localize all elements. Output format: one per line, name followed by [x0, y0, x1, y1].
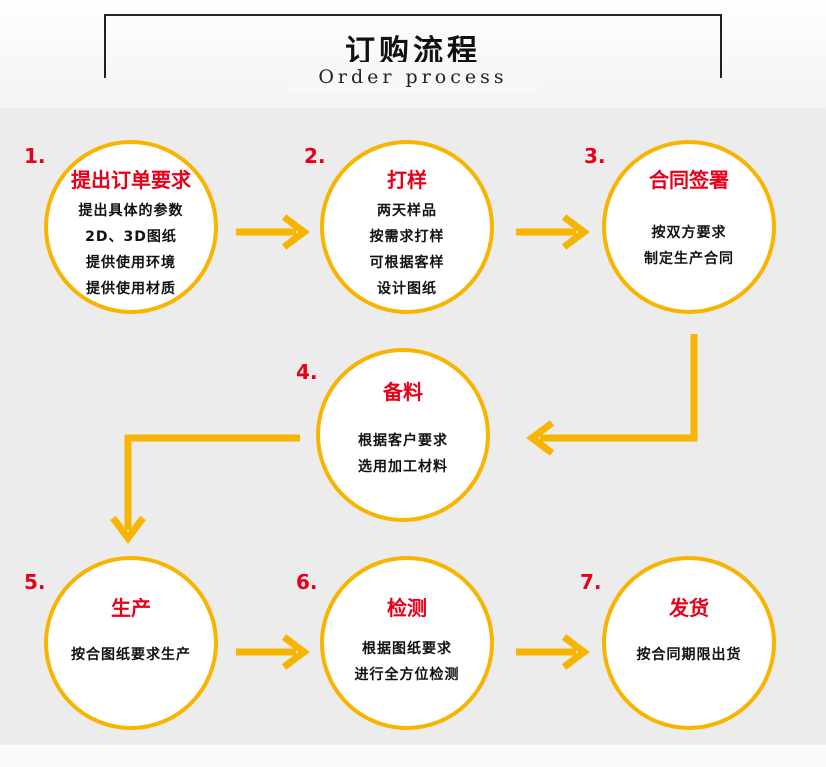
- step-1-line-2: 2D、3D图纸: [85, 229, 177, 245]
- step-number-7: 7.: [580, 570, 602, 594]
- step-7-line-1: 按合同期限出货: [636, 647, 742, 663]
- step-2-line-1: 两天样品: [377, 203, 437, 219]
- step-6-line-1: 根据图纸要求: [362, 641, 452, 657]
- step-number-3: 3.: [584, 144, 606, 168]
- arrow-4-to-5-head: [110, 515, 146, 544]
- subtitle-backdrop: [288, 62, 538, 92]
- step-number-2: 2.: [304, 144, 326, 168]
- arrow-3-to-4: [540, 334, 698, 442]
- step-circle-5: 生产 按合图纸要求生产: [44, 556, 218, 730]
- step-circle-3: 合同签署 按双方要求 制定生产合同: [602, 140, 776, 314]
- step-3-line-2: 制定生产合同: [644, 251, 734, 267]
- step-title-3: 合同签署: [649, 168, 729, 192]
- step-4-line-2: 选用加工材料: [358, 459, 448, 475]
- arrow-2-to-3-head: [561, 214, 590, 250]
- step-number-5: 5.: [24, 570, 46, 594]
- arrow-6-to-7-head: [561, 634, 590, 670]
- step-title-7: 发货: [669, 596, 709, 620]
- arrow-3-to-4-head: [526, 420, 555, 456]
- step-title-4: 备料: [383, 380, 423, 404]
- step-1-line-1: 提出具体的参数: [78, 203, 184, 219]
- step-title-2: 打样: [387, 168, 427, 192]
- arrow-5-to-6-head: [281, 634, 310, 670]
- step-4-line-1: 根据客户要求: [358, 433, 448, 449]
- step-circle-4: 备料 根据客户要求 选用加工材料: [316, 348, 490, 522]
- arrow-1-to-2-head: [281, 214, 310, 250]
- bottom-strip: [0, 745, 826, 767]
- step-6-line-2: 进行全方位检测: [354, 667, 460, 683]
- step-1-line-4: 提供使用材质: [86, 281, 176, 297]
- arrow-4-to-5: [124, 434, 300, 530]
- header: 订购流程 Order process: [0, 0, 826, 108]
- step-number-1: 1.: [24, 144, 46, 168]
- step-5-line-1: 按合图纸要求生产: [71, 647, 191, 663]
- page-subtitle: Order process: [318, 66, 508, 88]
- step-2-line-2: 按需求打样: [369, 229, 445, 245]
- step-2-line-3: 可根据客样: [369, 255, 445, 271]
- step-number-4: 4.: [296, 360, 318, 384]
- step-circle-6: 检测 根据图纸要求 进行全方位检测: [320, 556, 494, 730]
- step-title-1: 提出订单要求: [71, 168, 191, 192]
- title-frame: [104, 14, 722, 78]
- step-circle-2: 打样 两天样品 按需求打样 可根据客样 设计图纸: [320, 140, 494, 314]
- step-title-5: 生产: [111, 596, 151, 620]
- step-1-line-3: 提供使用环境: [86, 255, 176, 271]
- step-2-line-4: 设计图纸: [377, 281, 437, 297]
- step-circle-1: 提出订单要求 提出具体的参数 2D、3D图纸 提供使用环境 提供使用材质: [44, 140, 218, 314]
- step-number-6: 6.: [296, 570, 318, 594]
- step-circle-7: 发货 按合同期限出货: [602, 556, 776, 730]
- step-title-6: 检测: [387, 596, 427, 620]
- step-3-line-1: 按双方要求: [651, 225, 727, 241]
